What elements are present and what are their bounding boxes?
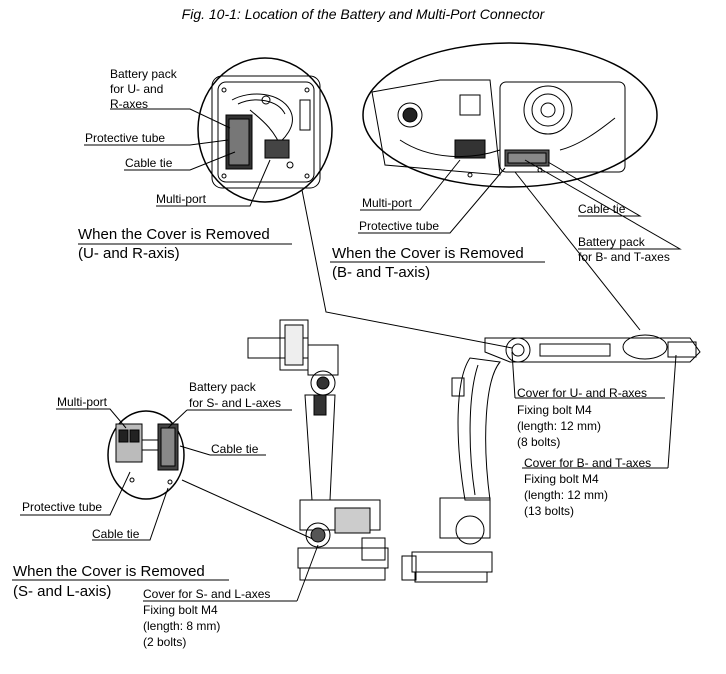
ur-protective-tube-label: Protective tube — [85, 131, 166, 145]
bt-caption-1: When the Cover is Removed — [332, 245, 524, 262]
detail-ur-drawing — [197, 57, 333, 203]
cover-ur-bolt: Fixing bolt M4 — [517, 403, 592, 417]
sl-multi-port-label: Multi-port — [57, 395, 108, 409]
cover-sl-length: (length: 8 mm) — [143, 619, 221, 633]
bt-battery-label-2: for B- and T-axes — [578, 250, 670, 264]
cover-bt-count: (13 bolts) — [524, 504, 575, 518]
cover-bt-label: Cover for B- and T-axes — [524, 456, 652, 470]
robot-right-drawing — [401, 334, 701, 583]
sl-protective-tube-label: Protective tube — [22, 500, 103, 514]
cover-bt-length: (length: 12 mm) — [524, 488, 609, 502]
ur-battery-label-2: for U- and — [110, 82, 164, 96]
cover-ur-count: (8 bolts) — [517, 435, 561, 449]
bt-battery-label-1: Battery pack — [578, 235, 645, 249]
sl-caption-1: When the Cover is Removed — [13, 563, 205, 580]
bt-protective-tube-label: Protective tube — [359, 219, 440, 233]
cover-sl-bolt: Fixing bolt M4 — [143, 603, 218, 617]
figure-title: Fig. 10-1: Location of the Battery and M… — [181, 6, 545, 22]
cover-sl-label: Cover for S- and L-axes — [143, 587, 271, 601]
detail-bt-drawing — [362, 42, 658, 188]
ur-multi-port-label: Multi-port — [156, 192, 207, 206]
ur-battery-label-1: Battery pack — [110, 67, 177, 81]
sl-cable-tie-bottom-label: Cable tie — [92, 527, 140, 541]
cover-sl-count: (2 bolts) — [143, 635, 187, 649]
sl-caption-2: (S- and L-axis) — [13, 583, 112, 600]
sl-cable-tie-right-label: Cable tie — [211, 442, 259, 456]
bt-cable-tie-label: Cable tie — [578, 202, 626, 216]
robot-left-drawing — [247, 319, 389, 581]
cover-bt-bolt: Fixing bolt M4 — [524, 472, 599, 486]
bt-caption-2: (B- and T-axis) — [332, 264, 431, 281]
ur-battery-label-3: R-axes — [110, 97, 149, 111]
detail-sl-drawing — [107, 410, 185, 500]
ur-cable-tie-label: Cable tie — [125, 156, 173, 170]
cover-ur-label: Cover for U- and R-axes — [517, 386, 648, 400]
ur-caption-1: When the Cover is Removed — [78, 226, 270, 243]
sl-battery-label-2: for S- and L-axes — [189, 396, 282, 410]
sl-battery-label-1: Battery pack — [189, 380, 256, 394]
ur-caption-2: (U- and R-axis) — [78, 245, 180, 262]
bt-multi-port-label: Multi-port — [362, 196, 413, 210]
cover-ur-length: (length: 12 mm) — [517, 419, 602, 433]
